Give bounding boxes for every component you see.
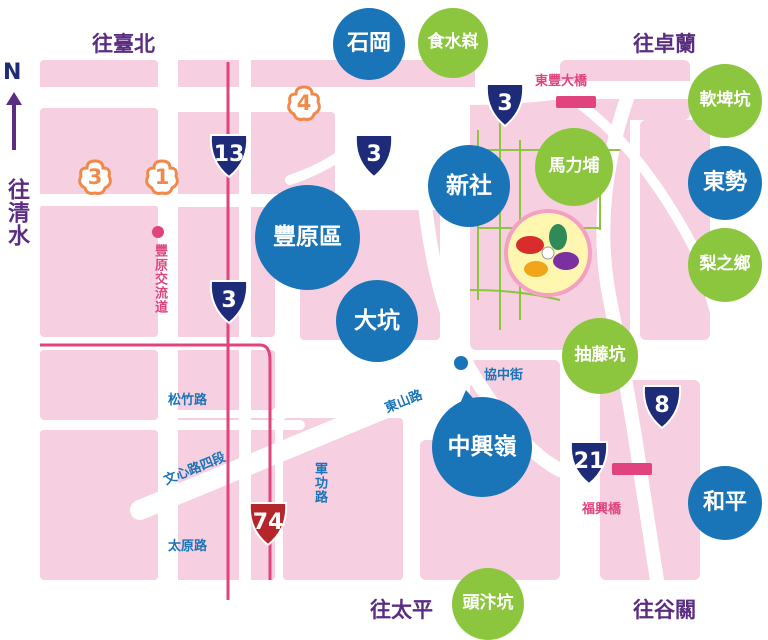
freeway-4-number: 4 [296, 91, 312, 115]
malipu-circle[interactable]: 馬力埔 [535, 128, 613, 206]
to-guguan-label: 往谷關 [633, 598, 696, 622]
xiezhong-pin [454, 356, 468, 370]
to-qingshui-label: 往清水 [4, 178, 29, 247]
ruanpikeng-circle[interactable]: 軟埤坑 [688, 64, 762, 138]
fuxing-bridge-label: 福興橋 [582, 502, 622, 517]
shishuiliao-circle[interactable]: 食水嵙 [418, 8, 488, 78]
xinshe-circle[interactable]: 新社 [428, 145, 510, 227]
north-letter: N [3, 60, 22, 85]
highway-3-shield-c: 3 [207, 277, 251, 325]
highway-3-shield-b: 3 [483, 80, 527, 128]
xiezhong-street-label: 協中街 [484, 368, 524, 383]
to-zhuolan-label: 往卓蘭 [633, 32, 696, 56]
freeway-3-badge: 3 [76, 158, 114, 196]
fengyuan-ic-label: 豐原交流道 [152, 244, 167, 314]
heping-circle[interactable]: 和平 [688, 466, 762, 540]
highway-13-number: 13 [213, 141, 245, 167]
taiyuan-road-label: 太原路 [168, 539, 208, 554]
dakeng-circle[interactable]: 大坑 [336, 280, 418, 362]
highway-74-number: 74 [252, 509, 284, 535]
highway-74-shield: 74 [246, 499, 290, 547]
freeway-3-number: 3 [87, 165, 103, 189]
fengyuan-circle[interactable]: 豐原區 [255, 185, 360, 290]
highway-3-number-b: 3 [497, 90, 513, 116]
highway-8-number: 8 [654, 392, 670, 418]
highway-3-number-a: 3 [366, 141, 382, 167]
freeway-1-badge: 1 [143, 158, 181, 196]
jungong-road-label: 軍功路 [312, 462, 327, 504]
north-arrow [6, 92, 22, 150]
freeway-1-number: 1 [154, 165, 170, 189]
fengyuan-ic-pin [152, 226, 164, 238]
highway-13-shield: 13 [207, 131, 251, 179]
highway-8-shield: 8 [640, 382, 684, 430]
touqiankeng-circle[interactable]: 頭汴坑 [452, 568, 524, 640]
highway-21-shield: 21 [567, 438, 611, 486]
highway-21-number: 21 [573, 448, 605, 474]
freeway-4-badge: 4 [285, 84, 323, 122]
highway-3-number-c: 3 [221, 287, 237, 313]
highway-3-shield-a: 3 [352, 131, 396, 179]
songzhu-road-label: 松竹路 [168, 393, 208, 408]
to-taibei-label: 往臺北 [92, 32, 155, 56]
fuxing-bridge-marker [612, 463, 652, 475]
dongfeng-bridge-marker [556, 96, 596, 108]
choutengkeng-circle[interactable]: 抽藤坑 [562, 318, 638, 394]
shigang-circle[interactable]: 石岡 [333, 8, 405, 80]
dongshi-circle[interactable]: 東勢 [688, 146, 762, 220]
dongfeng-bridge-label: 東豐大橋 [535, 74, 588, 89]
lizhixiang-circle[interactable]: 梨之鄉 [688, 228, 762, 302]
to-taiping-label: 往太平 [370, 598, 433, 622]
zhongxingling-circle[interactable]: 中興嶺 [432, 397, 532, 497]
flower-logo [504, 209, 592, 297]
